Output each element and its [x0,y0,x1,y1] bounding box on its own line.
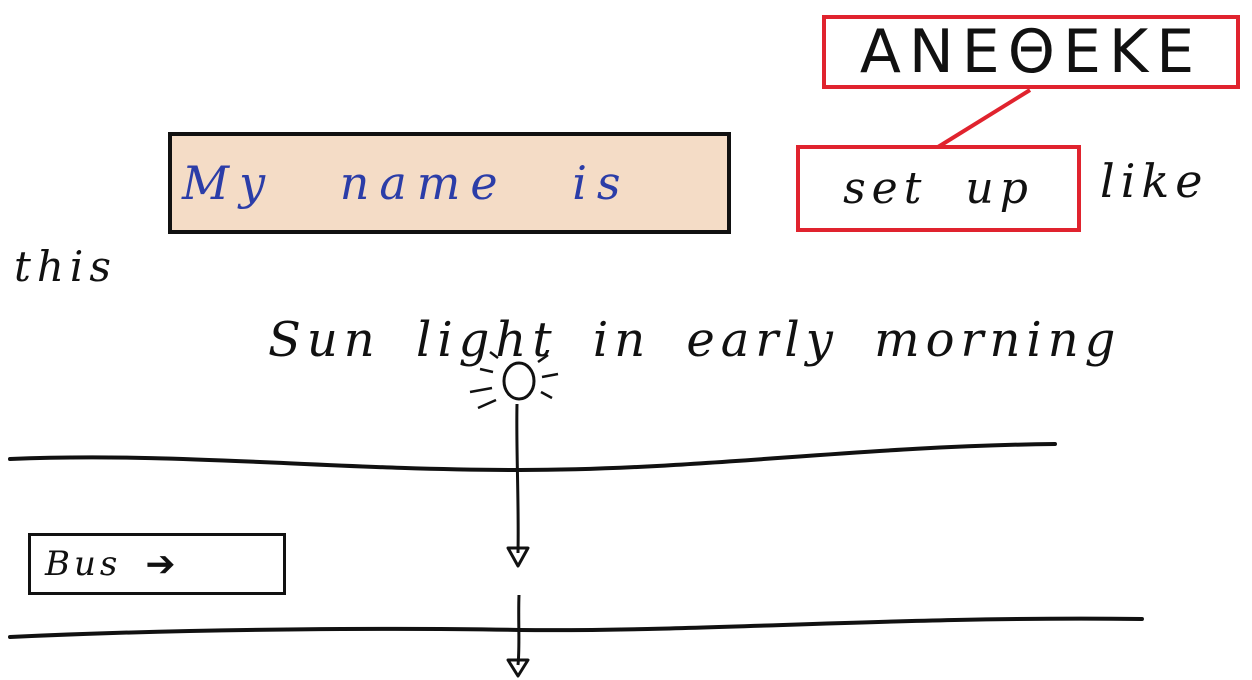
annotation-box: ANEΘEKE [822,15,1240,89]
word-this: this [14,242,117,291]
connector-line [936,88,1032,149]
boxed-phrase-text: set up [843,163,1034,214]
right-arrow-icon: ➔ [145,543,176,585]
highlighted-phrase-box: My name is [168,132,731,234]
sunlight-caption: Sun light in early morning [268,312,1122,368]
boxed-phrase-box: set up [796,145,1081,232]
horizon-line-upper [8,442,1057,473]
down-arrow-icon [506,594,530,678]
horizon-line-lower [8,616,1144,639]
sun-icon [469,351,559,410]
bus-label-box: Bus ➔ [28,533,286,595]
annotation-text: ANEΘEKE [859,17,1203,87]
down-arrow-icon [506,403,530,568]
bus-label-text: Bus [45,544,122,584]
highlighted-phrase-text: My name is [182,156,631,210]
word-like: like [1100,154,1209,208]
